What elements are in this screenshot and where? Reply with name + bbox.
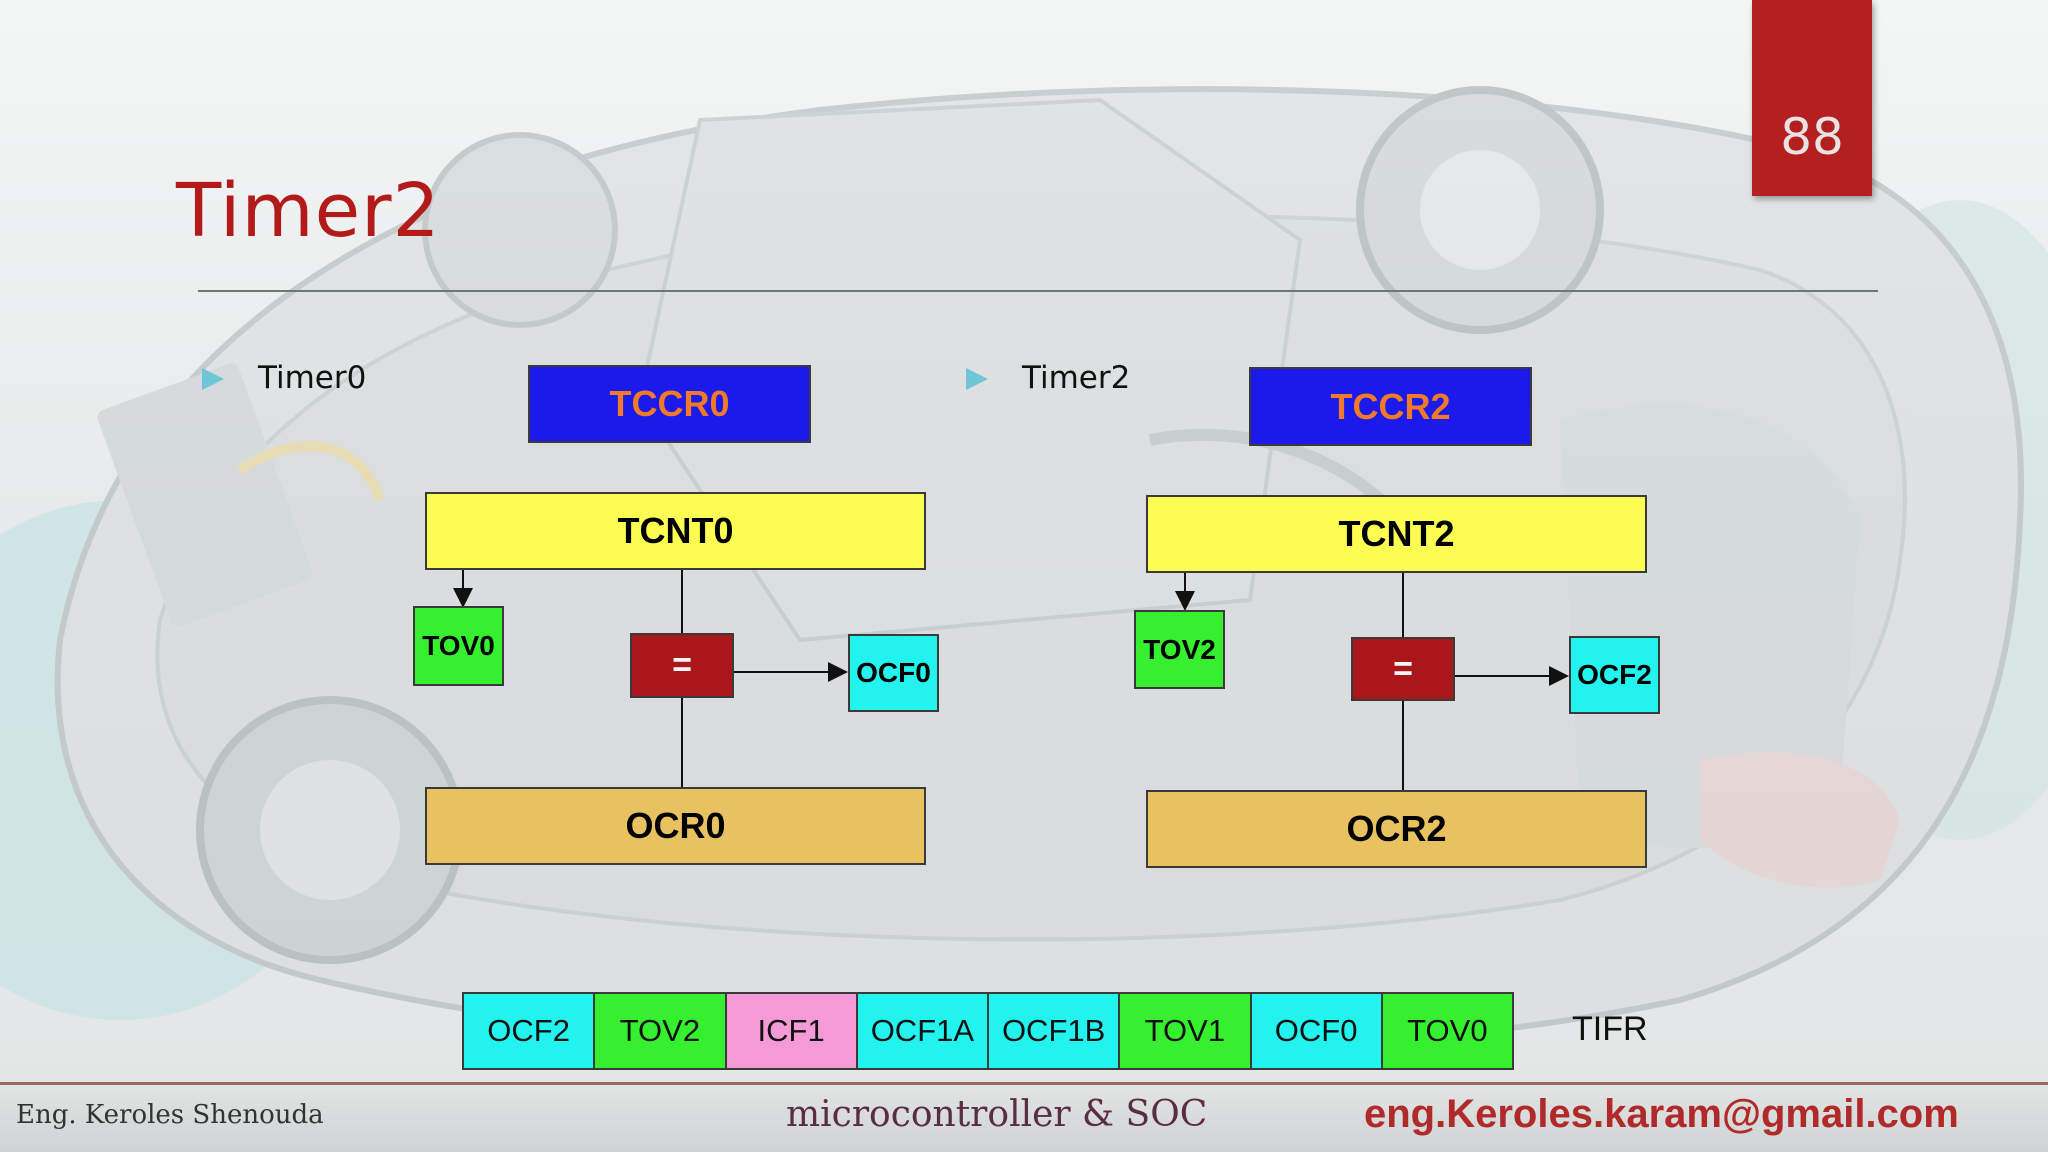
compare-block: = — [630, 633, 734, 698]
tifr-label: TIFR — [1572, 1010, 1648, 1048]
ocr0-register: OCR0 — [425, 787, 926, 865]
tccr0-register: TCCR0 — [528, 365, 811, 443]
ocr2-register: OCR2 — [1146, 790, 1647, 868]
tifr-bit: OCF1A — [857, 994, 989, 1068]
ocf0-flag: OCF0 — [848, 634, 939, 712]
bullet-arrow-icon — [202, 368, 224, 390]
tifr-bit: TOV0 — [1382, 994, 1512, 1068]
slide-title: Timer2 — [176, 168, 441, 254]
tifr-bit: ICF1 — [726, 994, 858, 1068]
bullet-timer0: Timer0 — [258, 360, 367, 396]
footer-author: Eng. Keroles Shenouda — [16, 1100, 324, 1130]
ocf2-flag: OCF2 — [1569, 636, 1660, 714]
compare-block: = — [1351, 637, 1455, 701]
tccr2-register: TCCR2 — [1249, 367, 1532, 446]
tifr-bit: OCF0 — [1251, 994, 1383, 1068]
tcnt0-register: TCNT0 — [425, 492, 926, 570]
footer-email: eng.Keroles.karam@gmail.com — [1364, 1092, 1959, 1136]
tifr-register: OCF2 TOV2 ICF1 OCF1A OCF1B TOV1 OCF0 TOV… — [462, 992, 1514, 1070]
bullet-arrow-icon — [966, 368, 988, 390]
tifr-bit: TOV2 — [595, 994, 727, 1068]
tcnt2-register: TCNT2 — [1146, 495, 1647, 573]
tov0-flag: TOV0 — [413, 606, 504, 686]
page-number: 88 — [1752, 0, 1872, 196]
footer-bar — [0, 1082, 2048, 1152]
tifr-bit: TOV1 — [1120, 994, 1252, 1068]
tifr-bit: OCF2 — [464, 994, 596, 1068]
bullet-timer2: Timer2 — [1022, 360, 1131, 396]
footer-course: microcontroller & SOC — [786, 1094, 1208, 1135]
tifr-bit: OCF1B — [989, 994, 1121, 1068]
tov2-flag: TOV2 — [1134, 610, 1225, 689]
title-divider — [198, 290, 1878, 292]
